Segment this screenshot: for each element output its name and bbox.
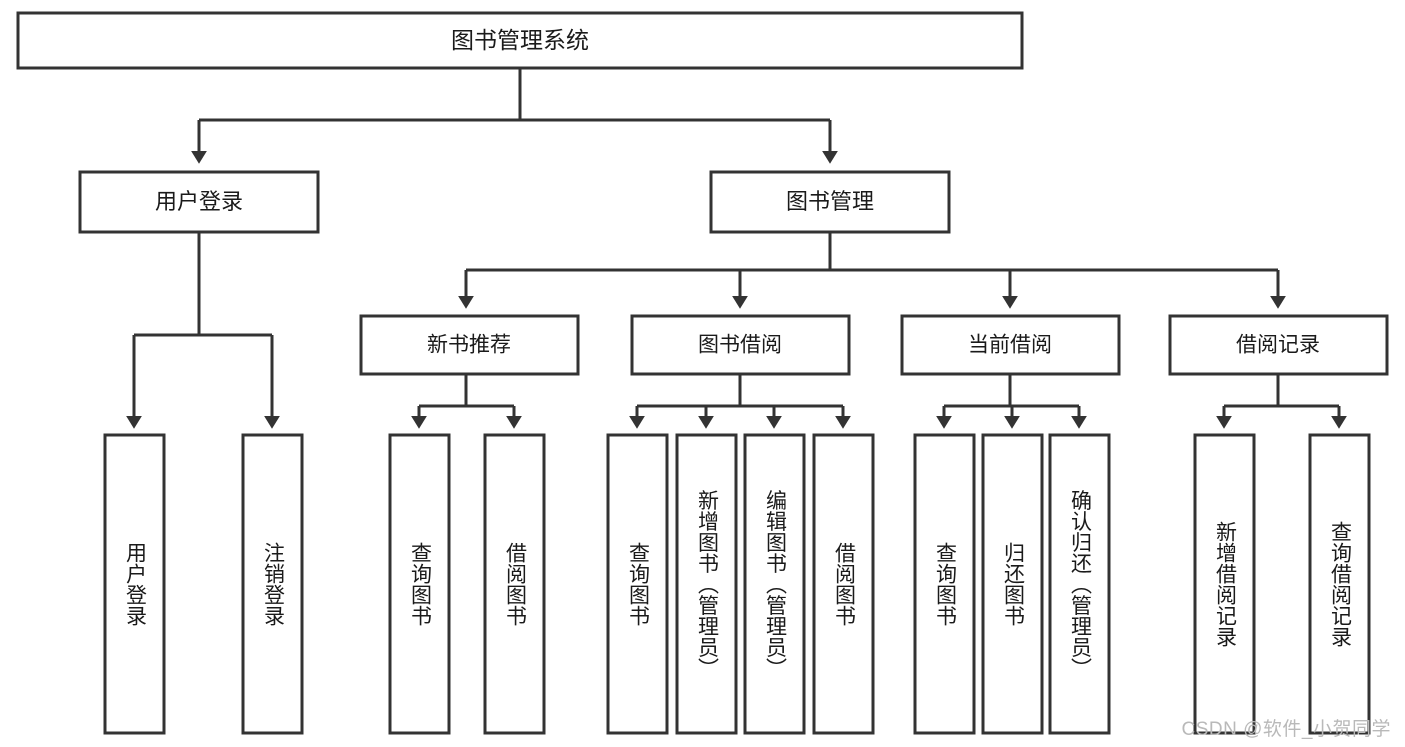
- node-current-borrow[interactable]: 当前借阅: [900, 314, 1121, 376]
- connector-group-borrow-record: [1216, 374, 1347, 429]
- connector-group-book-management: [458, 232, 1286, 309]
- leaf-logout-login-box[interactable]: [241, 433, 304, 735]
- node-book-borrow-box[interactable]: [630, 314, 851, 376]
- leaf-return-book-box[interactable]: [981, 433, 1044, 735]
- leaf-query-book-1-box[interactable]: [388, 433, 451, 735]
- leaf-add-book-label: 新增图书（管理员）: [695, 490, 719, 679]
- leaf-query-record-label: 查询借阅记录: [1328, 521, 1352, 647]
- leaf-logout-login-label: 注销登录: [261, 542, 285, 626]
- node-book-management-box[interactable]: [709, 170, 951, 234]
- node-new-book-recommend-label: 新书推荐: [427, 334, 511, 357]
- node-current-borrow-label: 当前借阅: [968, 334, 1052, 357]
- leaf-return-book-label: 归还图书: [1001, 542, 1025, 626]
- leaf-query-book-3-box[interactable]: [913, 433, 976, 735]
- leaf-user-login-box[interactable]: [103, 433, 166, 735]
- leaf-query-book-2-box[interactable]: [606, 433, 669, 735]
- leaf-return-book[interactable]: 归还图书: [981, 433, 1044, 735]
- connector-group-user-login: [126, 232, 280, 429]
- leaf-query-book-2-label: 查询图书: [626, 542, 650, 626]
- node-book-borrow-label: 图书借阅: [698, 334, 782, 357]
- leaf-query-book-3-label: 查询图书: [933, 542, 957, 626]
- leaf-confirm-return[interactable]: 确认归还（管理员）: [1048, 433, 1111, 735]
- node-root-box[interactable]: [16, 11, 1024, 70]
- node-user-login-box[interactable]: [78, 170, 320, 234]
- leaf-query-book-2[interactable]: 查询图书: [606, 433, 669, 735]
- connector-group-current-borrow: [936, 374, 1087, 429]
- connector-group-book-borrow: [629, 374, 851, 429]
- leaf-edit-book[interactable]: 编辑图书（管理员）: [743, 433, 806, 735]
- leaf-confirm-return-label: 确认归还（管理员）: [1068, 490, 1092, 679]
- leaf-borrow-book-1-box[interactable]: [483, 433, 546, 735]
- node-root-label: 图书管理系统: [451, 27, 589, 53]
- node-book-borrow[interactable]: 图书借阅: [630, 314, 851, 376]
- leaf-add-record-label: 新增借阅记录: [1213, 521, 1237, 647]
- leaf-borrow-book-1-label: 借阅图书: [503, 542, 527, 626]
- node-borrow-record[interactable]: 借阅记录: [1168, 314, 1389, 376]
- leaf-borrow-book-2[interactable]: 借阅图书: [812, 433, 875, 735]
- leaf-borrow-book-2-label: 借阅图书: [832, 542, 856, 626]
- node-borrow-record-box[interactable]: [1168, 314, 1389, 376]
- node-new-book-recommend-box[interactable]: [359, 314, 580, 376]
- node-book-management[interactable]: 图书管理: [709, 170, 951, 234]
- node-user-login-label: 用户登录: [155, 189, 243, 214]
- node-root[interactable]: 图书管理系统: [16, 11, 1024, 70]
- leaf-edit-book-box[interactable]: [743, 433, 806, 735]
- leaf-confirm-return-box[interactable]: [1048, 433, 1111, 735]
- leaf-query-record-box[interactable]: [1308, 433, 1371, 735]
- leaf-user-login-label: 用户登录: [123, 542, 147, 626]
- leaf-borrow-book-1[interactable]: 借阅图书: [483, 433, 546, 735]
- leaf-add-record[interactable]: 新增借阅记录: [1193, 433, 1256, 735]
- leaf-add-book-box[interactable]: [675, 433, 738, 735]
- leaf-query-book-3[interactable]: 查询图书: [913, 433, 976, 735]
- leaf-logout-login[interactable]: 注销登录: [241, 433, 304, 735]
- leaf-edit-book-label: 编辑图书（管理员）: [763, 490, 787, 679]
- leaf-query-record[interactable]: 查询借阅记录: [1308, 433, 1371, 735]
- leaf-borrow-book-2-box[interactable]: [812, 433, 875, 735]
- leaf-query-book-1[interactable]: 查询图书: [388, 433, 451, 735]
- node-user-login[interactable]: 用户登录: [78, 170, 320, 234]
- leaf-user-login[interactable]: 用户登录: [103, 433, 166, 735]
- node-borrow-record-label: 借阅记录: [1236, 334, 1320, 357]
- leaf-query-book-1-label: 查询图书: [408, 542, 432, 626]
- connector-group-new-book-recommend: [411, 374, 522, 429]
- node-current-borrow-box[interactable]: [900, 314, 1121, 376]
- node-book-management-label: 图书管理: [786, 189, 874, 214]
- leaf-add-record-box[interactable]: [1193, 433, 1256, 735]
- leaf-add-book[interactable]: 新增图书（管理员）: [675, 433, 738, 735]
- connector-group-root: [191, 68, 838, 164]
- node-new-book-recommend[interactable]: 新书推荐: [359, 314, 580, 376]
